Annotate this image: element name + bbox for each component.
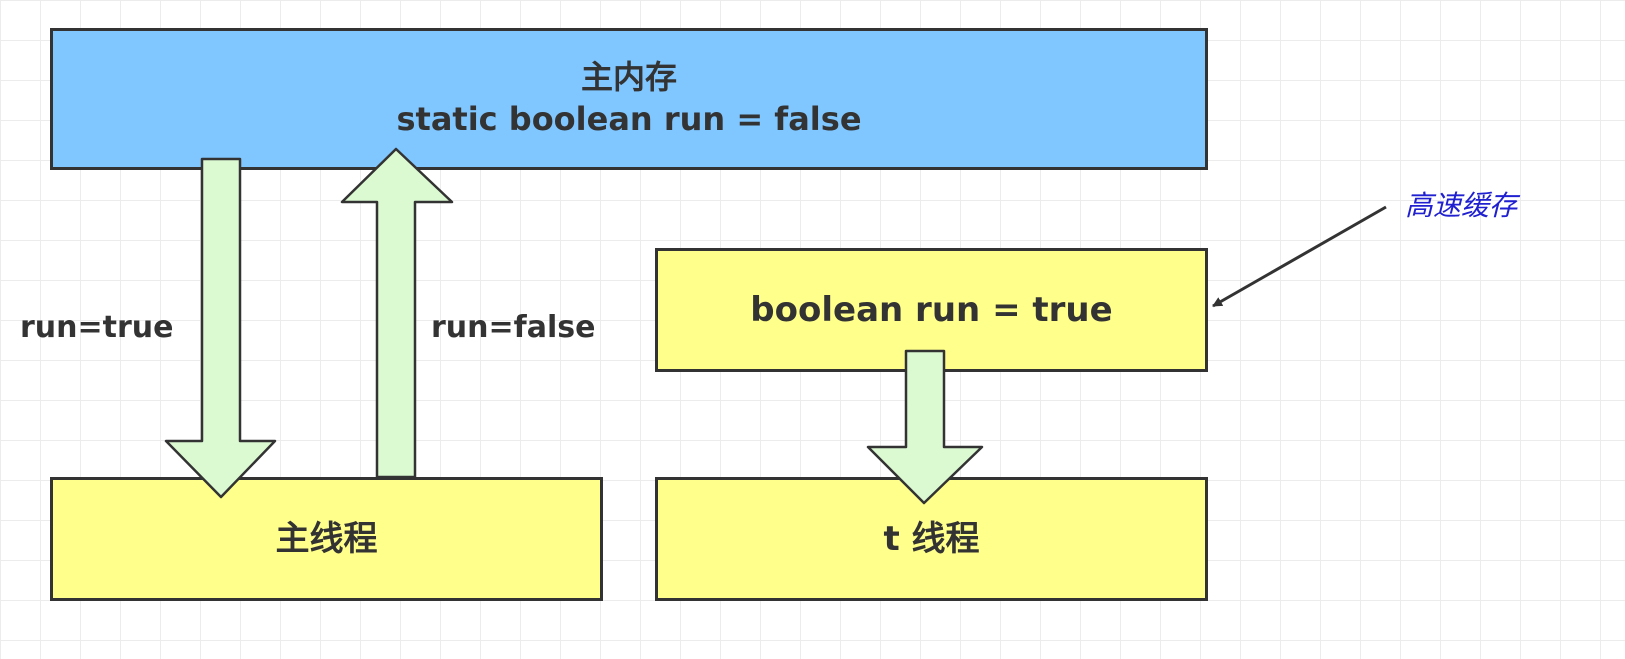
main-memory-box: 主内存 static boolean run = false [50,28,1208,170]
write-arrow-label: run=false [431,310,596,345]
main-thread-label: 主线程 [275,518,378,559]
t-thread-box: t 线程 [655,477,1208,601]
read-arrow [164,157,277,499]
main-memory-title: 主内存 [580,58,677,97]
write-arrow [340,147,454,479]
read-arrow-label: run=true [20,310,174,345]
cache-pointer-arrow [1212,205,1387,308]
cache-box: boolean run = true [655,248,1208,372]
main-memory-code: static boolean run = false [396,100,862,138]
main-thread-box: 主线程 [50,477,603,601]
cache-code: boolean run = true [750,289,1113,330]
t-thread-label: t 线程 [883,518,980,559]
cache-read-arrow [866,349,984,505]
cache-note: 高速缓存 [1405,189,1518,222]
